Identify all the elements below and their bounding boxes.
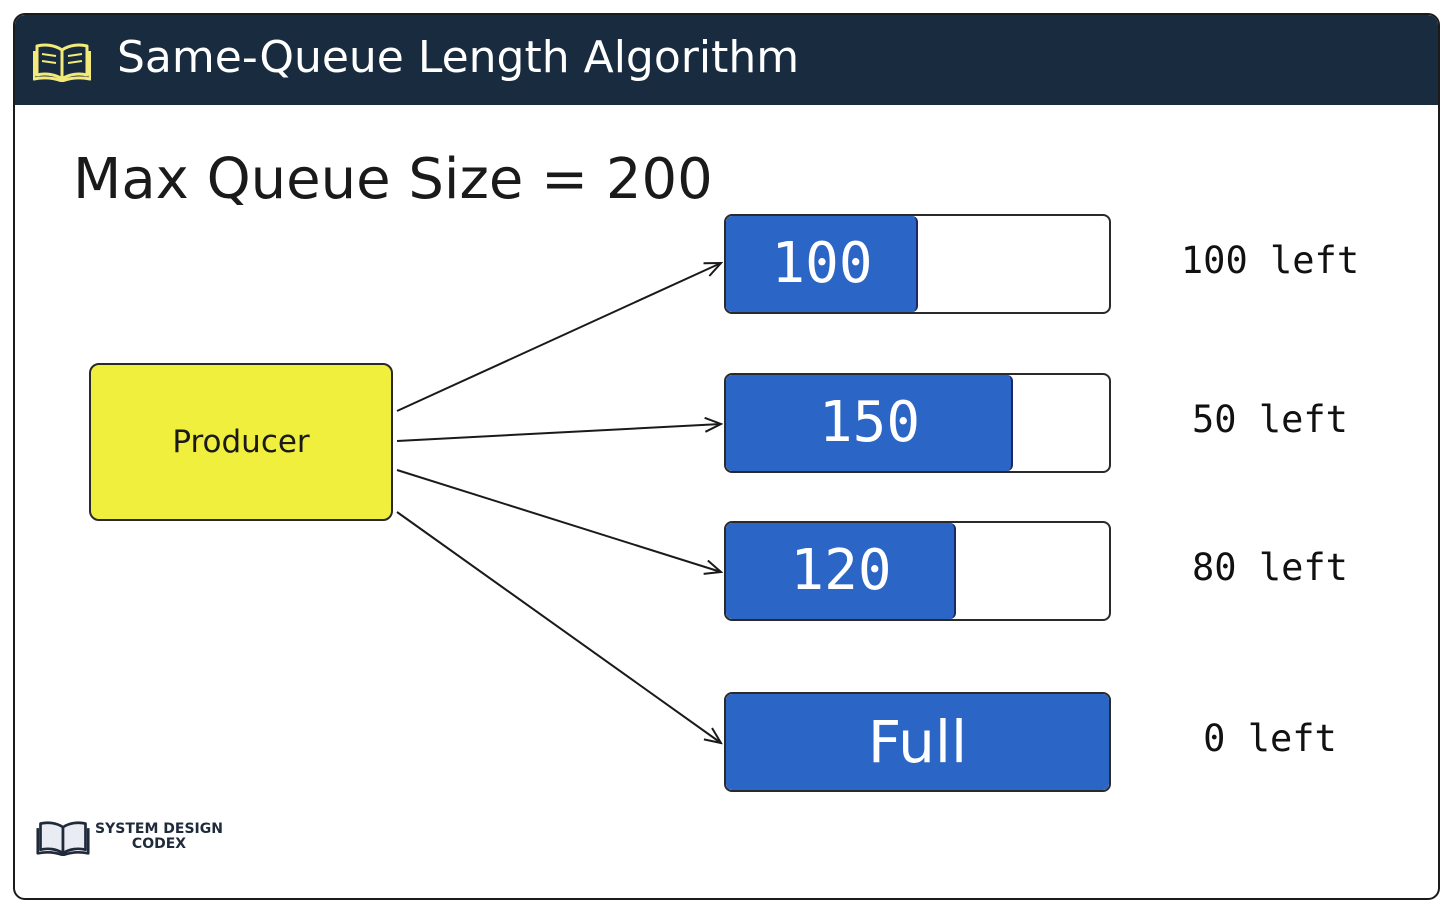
queue-3-remaining: 80 left — [1192, 546, 1348, 589]
queue-2-fill — [726, 375, 1013, 471]
page-title: Same-Queue Length Algorithm — [117, 32, 800, 83]
queue-1-value: 100 — [771, 231, 873, 296]
producer-box: Producer — [89, 363, 393, 521]
queue-3: 120 — [724, 521, 1111, 621]
arrow-to-queue-2 — [396, 424, 721, 442]
max-queue-size-label: Max Queue Size = 200 — [73, 147, 713, 212]
queue-1-remaining: 100 left — [1180, 239, 1360, 282]
arrow-to-queue-1 — [396, 263, 721, 412]
queue-1-fill — [726, 216, 918, 312]
logo-line-1: SYSTEM DESIGN — [95, 821, 223, 837]
queue-3-value: 120 — [790, 538, 892, 603]
logo-text: SYSTEM DESIGN CODEX — [93, 822, 225, 852]
open-book-icon — [36, 821, 90, 856]
queue-2: 150 — [724, 373, 1111, 473]
brand-logo: SYSTEM DESIGN CODEX — [35, 818, 235, 858]
arrow-to-queue-3 — [396, 469, 721, 572]
arrow-to-queue-4 — [396, 511, 721, 743]
diagram-card: Same-Queue Length Algorithm Max Queue Si… — [13, 13, 1440, 900]
header-bar: Same-Queue Length Algorithm — [15, 15, 1438, 105]
queue-4-value: Full — [867, 708, 968, 776]
queue-2-remaining: 50 left — [1192, 398, 1348, 441]
logo-line-2: CODEX — [131, 836, 187, 852]
open-book-icon — [33, 43, 91, 82]
queue-4-fill — [726, 694, 1109, 790]
producer-label: Producer — [172, 424, 310, 460]
queue-3-fill — [726, 523, 956, 619]
queue-2-value: 150 — [818, 390, 921, 455]
queue-1: 100 — [724, 214, 1111, 314]
queue-4: Full — [724, 692, 1111, 792]
queue-4-remaining: 0 left — [1203, 717, 1337, 760]
